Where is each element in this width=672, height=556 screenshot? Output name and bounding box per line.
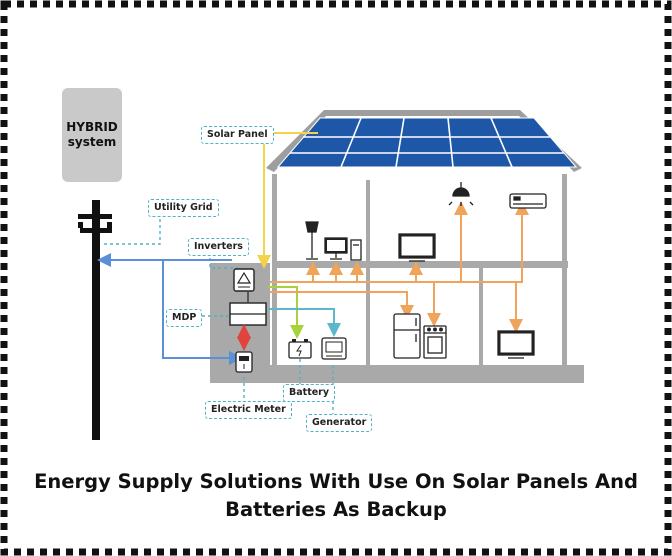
load-distribution-lines: [270, 210, 523, 322]
stove-icon: [423, 325, 447, 359]
battery-link: [268, 286, 304, 339]
utility-pole: [78, 200, 112, 440]
solar-panel-label: Solar Panel: [201, 126, 274, 144]
tv-lower-icon: [497, 330, 535, 359]
fridge-icon: [393, 313, 421, 359]
air-conditioner-icon: [509, 193, 547, 209]
solar-panel-array: [276, 117, 578, 168]
utility-grid-label: Utility Grid: [148, 199, 219, 217]
caption-line2: Batteries As Backup: [225, 498, 447, 521]
load-arrowheads: [306, 201, 529, 333]
desk-lamp-icon: [305, 221, 319, 260]
generator-link: [268, 308, 341, 337]
caption: Energy Supply Solutions With Use On Sola…: [18, 468, 654, 524]
electric-meter-label: Electric Meter: [205, 401, 292, 419]
inverter-unit: [233, 268, 255, 292]
hybrid-line2: system: [68, 135, 117, 149]
electric-meter: [235, 351, 253, 373]
hybrid-system-box: HYBRID system: [62, 88, 122, 182]
generator-unit: [321, 337, 347, 360]
inverters-label: Inverters: [188, 238, 249, 256]
hybrid-line1: HYBRID: [66, 120, 118, 134]
caption-line1: Energy Supply Solutions With Use On Sola…: [34, 470, 638, 493]
generator-label: Generator: [306, 414, 373, 432]
battery-unit: [288, 339, 312, 359]
grid-link-line: [162, 259, 243, 365]
desktop-computer-icon: [324, 237, 362, 261]
battery-label: Battery: [283, 384, 336, 402]
mdp-label: MDP: [166, 309, 203, 327]
ceiling-light-icon: [448, 182, 474, 206]
tv-upper-icon: [398, 233, 436, 262]
